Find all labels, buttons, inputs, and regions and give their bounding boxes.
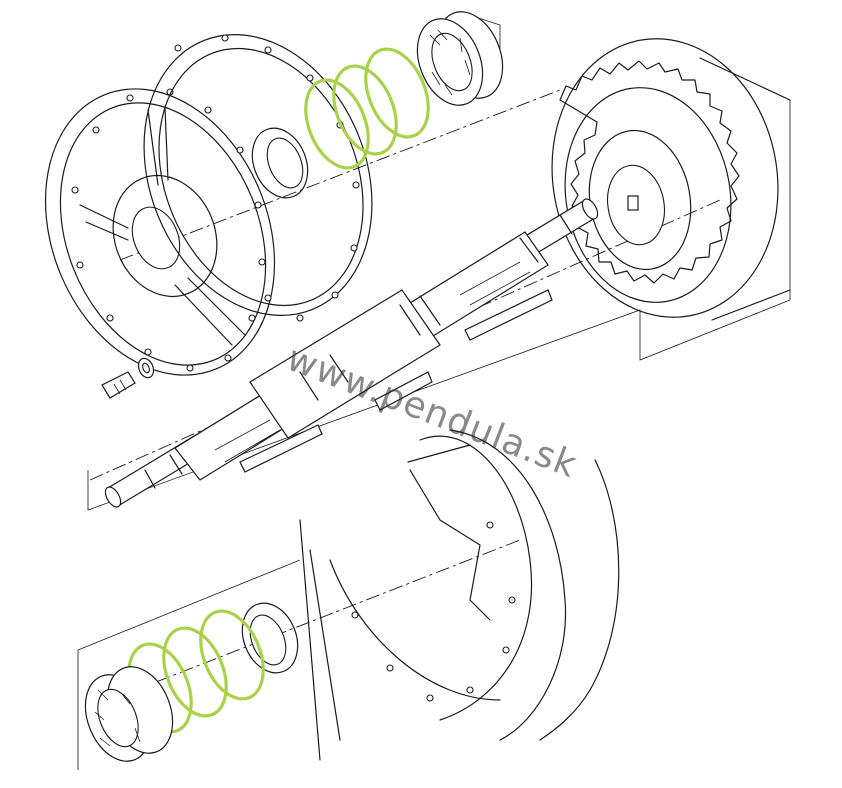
key-2 <box>374 371 433 411</box>
shaft-end-right <box>581 198 599 220</box>
flange-front-bore <box>131 206 181 270</box>
washer <box>137 357 155 379</box>
shaft-end-left <box>104 486 122 508</box>
spacer-ring-lower-2 <box>162 626 228 718</box>
gear-keyway <box>627 195 639 211</box>
bearing-upper <box>416 11 504 106</box>
gear-wheel <box>551 38 791 321</box>
key-1 <box>239 424 323 473</box>
seal-lower <box>241 602 299 674</box>
spacer-ring-upper-1 <box>304 78 370 170</box>
frame-right <box>87 100 791 511</box>
shaft <box>104 198 599 508</box>
frame-lower-top <box>77 559 301 651</box>
spacer-rings-upper <box>304 47 430 170</box>
axis-line-lower <box>109 539 521 701</box>
flange-front-bolt-holes <box>71 88 266 372</box>
housing <box>299 429 620 761</box>
housing-bolt-holes <box>351 521 516 702</box>
spacer-ring-lower-3 <box>199 609 265 701</box>
flange-cover-front <box>44 88 276 376</box>
spacer-ring-upper-2 <box>332 64 398 156</box>
seal-upper <box>251 127 309 199</box>
key-3 <box>464 289 553 341</box>
keys <box>239 289 553 473</box>
flange-cover-rear <box>143 34 373 322</box>
bolt <box>101 371 136 399</box>
spacer-ring-upper-3 <box>364 47 430 139</box>
bearing-lower <box>84 666 174 762</box>
axis-line-upper <box>119 89 561 261</box>
